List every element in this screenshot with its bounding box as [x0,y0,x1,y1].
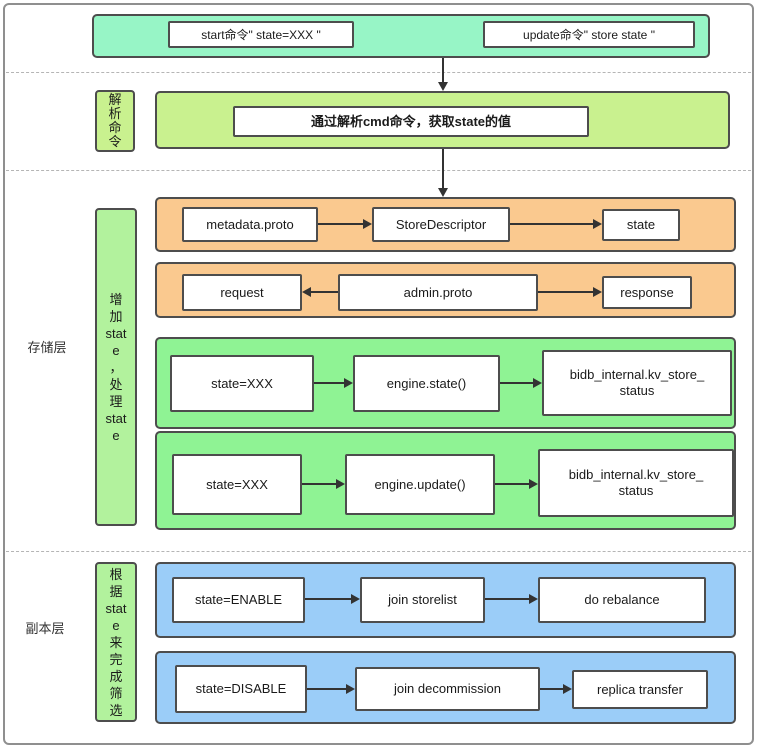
arrow-right [500,378,542,388]
arrow-right [485,594,538,604]
arrow-right [540,684,572,694]
node-update-command: update命令" store state " [483,21,695,48]
node-engine-state: engine.state() [353,355,500,412]
storage-section-label: 存储层 [27,340,67,355]
dashed-divider [6,170,751,171]
arrow-right [495,479,538,489]
node-kv-store-status-2: bidb_internal.kv_store_ status [538,449,734,517]
node-state-disable: state=DISABLE [175,665,307,713]
parse-side-label: 解 析 命 令 [95,90,135,152]
node-admin-proto: admin.proto [338,274,538,311]
storage-side-label: 增 加 stat e ， 处 理 stat e [95,208,137,526]
dashed-divider [6,72,751,73]
arrow-right [302,479,345,489]
node-join-storelist: join storelist [360,577,485,623]
node-join-decommission: join decommission [355,667,540,711]
replica-side-label: 根 据 stat e 来 完 成 筛 选 [95,562,137,722]
node-metadata-proto: metadata.proto [182,207,318,242]
dashed-divider [6,551,751,552]
arrow-right [538,287,602,297]
arrow-right [314,378,353,388]
arrow-down [438,149,448,197]
node-engine-update: engine.update() [345,454,495,515]
node-store-descriptor: StoreDescriptor [372,207,510,242]
node-do-rebalance: do rebalance [538,577,706,623]
arrow-right [307,684,355,694]
node-parse-cmd: 通过解析cmd命令，获取state的值 [233,106,589,137]
node-state-xxx-1: state=XXX [170,355,314,412]
node-request: request [182,274,302,311]
node-state: state [602,209,680,241]
replica-section-label: 副本层 [25,621,65,636]
arrow-down [438,58,448,91]
node-start-command: start命令" state=XXX " [168,21,354,48]
node-state-enable: state=ENABLE [172,577,305,623]
arrow-left [302,287,338,297]
node-replica-transfer: replica transfer [572,670,708,709]
node-kv-store-status-1: bidb_internal.kv_store_ status [542,350,732,416]
arrow-right [318,219,372,229]
outer-border [3,3,754,745]
arrow-right [510,219,602,229]
arrow-right [305,594,360,604]
node-response: response [602,276,692,309]
node-state-xxx-2: state=XXX [172,454,302,515]
